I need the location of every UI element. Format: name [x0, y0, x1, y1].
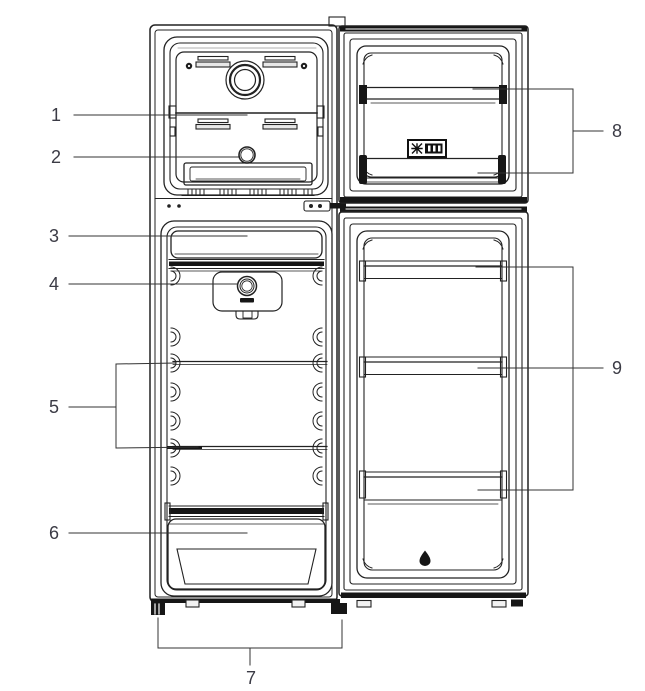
lower-shelf-bar	[164, 502, 329, 521]
callout-9	[475, 266, 604, 491]
freezer-door-frame	[343, 32, 523, 198]
freezer-door-shelf-lower	[359, 155, 506, 184]
callout-5-leader	[68, 362, 199, 449]
callout-8-leader	[472, 88, 604, 174]
air-vent	[195, 118, 298, 130]
callout-9-leader	[475, 266, 604, 491]
top-hinge	[328, 16, 346, 27]
ribbed-strip	[181, 189, 315, 196]
crisper-drawer	[167, 518, 326, 590]
leveling-foot	[331, 603, 347, 614]
fridge-door-base	[341, 592, 526, 608]
callout-5	[68, 362, 199, 449]
freezer-door	[328, 16, 529, 204]
fridge-door-rack-3	[358, 470, 508, 505]
air-vent	[195, 55, 298, 68]
fridge-liner	[166, 226, 327, 591]
fan-cover	[225, 60, 265, 100]
wire-shelf-2	[167, 445, 328, 450]
fridge-door-frame	[343, 217, 523, 591]
fridge-door-rack-1	[358, 260, 508, 282]
freezer-shelf	[168, 105, 325, 137]
door-hinge-plate	[303, 200, 346, 212]
callout-4-label: 4	[49, 274, 59, 294]
compartment-divider	[154, 197, 346, 212]
evaporator-plate	[168, 51, 325, 183]
freezer-door-shelf-upper	[359, 85, 507, 104]
callout-7	[157, 617, 343, 666]
callout-3-label: 3	[49, 226, 59, 246]
leveling-foot	[151, 603, 165, 615]
fridge-thermostat-knob	[236, 275, 258, 297]
fridge-opening	[160, 220, 333, 597]
upper-shelf-bar	[168, 258, 325, 272]
fridge-door	[338, 206, 529, 608]
callout-6-label: 6	[49, 523, 59, 543]
callout-8-label: 8	[612, 121, 622, 141]
freezer-compartment	[163, 36, 329, 196]
freezer-thermostat-knob	[238, 146, 256, 164]
fridge-door-rack-2	[358, 356, 508, 378]
freezer-liner	[169, 42, 324, 190]
freezer-drip-tray	[183, 162, 313, 186]
callout-7-label: 7	[246, 668, 256, 688]
freezer-star-rating-icon	[407, 139, 447, 158]
callout-2-label: 2	[51, 147, 61, 167]
callout-9-label: 9	[612, 358, 622, 378]
callout-7-leader	[157, 617, 343, 666]
cabinet-base	[151, 598, 347, 615]
callout-5-label: 5	[49, 397, 59, 417]
fridge-thermostat-housing	[212, 271, 283, 320]
cabinet-outline	[149, 24, 338, 603]
callout-1-label: 1	[51, 105, 61, 125]
wire-shelf-1	[172, 360, 328, 365]
callout-8	[472, 88, 604, 174]
fridge-compartment	[151, 220, 347, 615]
chiller-tray	[170, 230, 323, 259]
droplet-icon	[419, 550, 431, 566]
